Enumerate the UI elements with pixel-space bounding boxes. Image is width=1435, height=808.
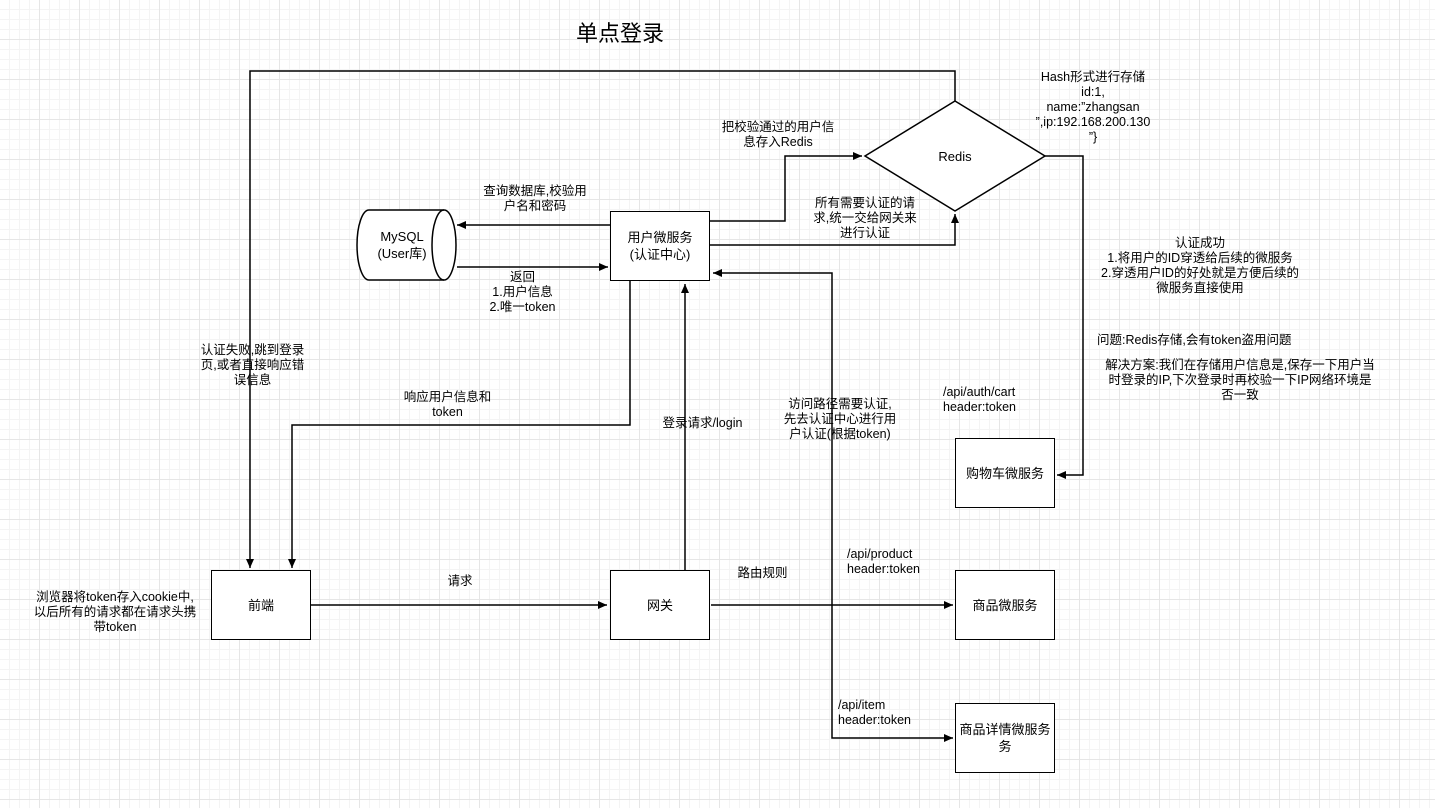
mysql-label: MySQL (User库)	[377, 229, 427, 261]
edge-user-to-frontend	[288, 281, 631, 568]
login-request-label: 登录请求/login	[662, 416, 743, 430]
cart-route-label: /api/auth/cart header:token	[943, 385, 1016, 414]
return-info-label: 返回 1.用户信息 2.唯一token	[489, 270, 556, 314]
product-service-label: 商品微服务	[972, 597, 1038, 613]
edge-redis-to-frontend	[246, 70, 956, 568]
edge-auth-to-user	[713, 269, 833, 605]
auth-success-label: 认证成功 1.将用户的ID穿透给后续的微服务 2.穿透用户ID的好处就是方便后续…	[1101, 236, 1299, 295]
gateway-label: 网关	[646, 597, 673, 613]
frontend-label: 前端	[247, 597, 274, 613]
query-db-label: 查询数据库,校验用 户名和密码	[483, 184, 587, 213]
frontend-node[interactable]: 前端	[211, 570, 311, 640]
gateway-node[interactable]: 网关	[610, 570, 710, 640]
item-service-node[interactable]: 商品详情微服务 务	[955, 703, 1055, 773]
store-redis-label: 把校验通过的用户信 息存入Redis	[721, 120, 835, 149]
request-label: 请求	[447, 574, 473, 588]
product-route-label: /api/product header:token	[847, 547, 920, 576]
redis-label: Redis	[938, 149, 972, 164]
diagram-title: 单点登录	[575, 21, 664, 46]
routing-rules-label: 路由规则	[737, 566, 788, 580]
visit-auth-label: 访问路径需要认证, 先去认证中心进行用 户认证(根据token)	[783, 397, 897, 441]
item-route-label: /api/item header:token	[838, 698, 911, 727]
solution-label: 解决方案:我们在存储用户信息是,保存一下用户当 时登录的IP,下次登录时再校验一…	[1105, 358, 1375, 402]
all-auth-label: 所有需要认证的请 求,统一交给网关来 进行认证	[813, 196, 917, 240]
hash-storage-label: Hash形式进行存储 id:1, name:”zhangsan ”,ip:192…	[1035, 70, 1151, 144]
edge-auth-to-item	[831, 605, 953, 742]
item-service-label: 商品详情微服务 务	[959, 722, 1051, 754]
edge-user-to-redis-auth	[710, 214, 959, 246]
cart-service-node[interactable]: 购物车微服务	[955, 438, 1055, 508]
cart-service-label: 购物车微服务	[965, 465, 1044, 481]
response-token-label: 响应用户信息和 token	[403, 390, 492, 419]
mysql-cylinder-edge	[431, 209, 445, 281]
auth-fail-label: 认证失败,跳到登录 页,或者直接响应错 误信息	[200, 343, 305, 387]
user-service-label: 用户微服务 (认证中心)	[627, 230, 693, 262]
user-service-node[interactable]: 用户微服务 (认证中心)	[610, 211, 710, 281]
product-service-node[interactable]: 商品微服务	[955, 570, 1055, 640]
redis-diamond-shape	[863, 100, 1047, 212]
edge-redis-to-cart	[1045, 155, 1084, 479]
browser-note-label: 浏览器将token存入cookie中, 以后所有的请求都在请求头携 带token	[33, 590, 197, 634]
edge-user-to-redis	[710, 152, 862, 222]
problem-label: 问题:Redis存储,会有token盗用问题	[1097, 333, 1292, 347]
